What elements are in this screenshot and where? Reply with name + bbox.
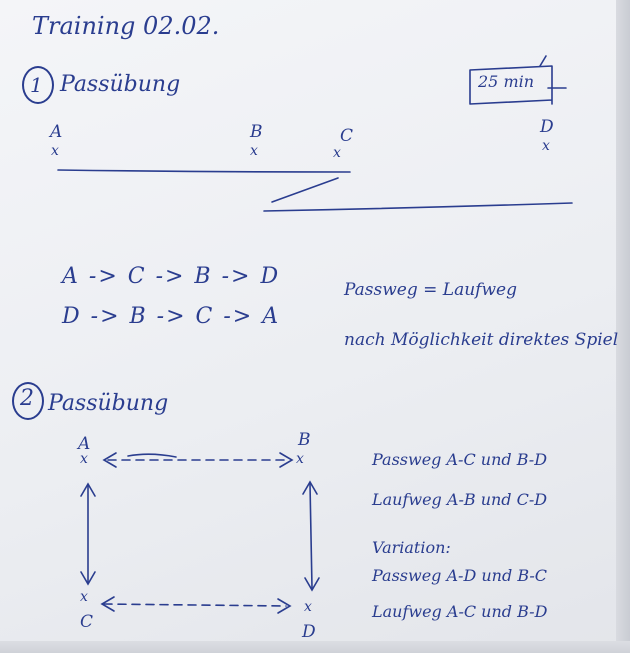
page-title: Training 02.02. [32, 12, 220, 40]
s1-player-d-marker: x [542, 138, 550, 154]
time-box-frame [469, 55, 567, 105]
note-direktes-spiel: nach Möglichkeit direktes Spiel [344, 330, 619, 350]
page-edge-bottom [0, 641, 630, 653]
s2-player-d-label: D [302, 622, 316, 642]
section-2-number: 2 [20, 386, 34, 411]
s1-field-line [57, 169, 351, 173]
s1-player-d-label: D [540, 117, 554, 137]
s2-note-1: Passweg A-C und B-D [372, 450, 548, 469]
sequence-line-2: D -> B -> C -> A [62, 304, 281, 329]
section-1-number-circle [22, 66, 54, 104]
s2-bottom-arrow-right-head [277, 598, 292, 614]
s1-lower-line [263, 202, 573, 212]
s2-player-c-label: C [80, 612, 94, 632]
s2-note-5: Laufweg A-C und B-D [372, 602, 548, 621]
s2-left-arrow-bottom-head [80, 571, 96, 586]
s1-player-a-label: A [50, 122, 63, 142]
sequence-line-1: A -> C -> B -> D [62, 264, 281, 289]
s1-player-c-marker: x [333, 145, 341, 161]
s2-bottom-arrow-left-head [100, 596, 115, 612]
s2-player-a-marker: x [80, 451, 88, 467]
s2-note-2: Laufweg A-B und C-D [372, 490, 548, 509]
s2-top-arrow-right-head [279, 452, 294, 468]
section-1-heading: Passübung [60, 72, 181, 97]
s2-player-c-marker: x [80, 589, 88, 605]
s2-top-arrow-left-head [102, 452, 117, 468]
s1-player-c-label: C [340, 126, 354, 146]
section-2-heading: Passübung [48, 391, 169, 416]
s1-player-a-marker: x [51, 143, 59, 159]
s1-diagonal-line [271, 177, 339, 203]
s2-player-a-label: A [78, 434, 91, 454]
s2-right-arrow-top-head [302, 480, 318, 495]
section-1-number: 1 [30, 73, 43, 97]
s2-player-b-label: B [298, 430, 311, 450]
note-passweg-laufweg: Passweg = Laufweg [344, 280, 517, 300]
s2-top-scribble [127, 453, 177, 458]
s1-player-b-label: B [250, 122, 263, 142]
s2-note-4: Passweg A-D und B-C [372, 566, 548, 585]
s2-player-b-marker: x [296, 451, 304, 467]
s2-bottom-dashed-arrow [103, 603, 287, 607]
page-edge-right [616, 0, 630, 653]
time-box-label: 25 min [478, 72, 535, 91]
s2-player-d-marker: x [304, 599, 312, 615]
s1-player-b-marker: x [250, 143, 258, 159]
s2-left-arrow-top-head [80, 482, 96, 497]
s2-right-arrow-bottom-head [304, 577, 320, 592]
section-2-number-circle [12, 382, 44, 420]
s2-note-3: Variation: [372, 538, 451, 557]
s2-right-vertical-arrow [309, 483, 313, 589]
